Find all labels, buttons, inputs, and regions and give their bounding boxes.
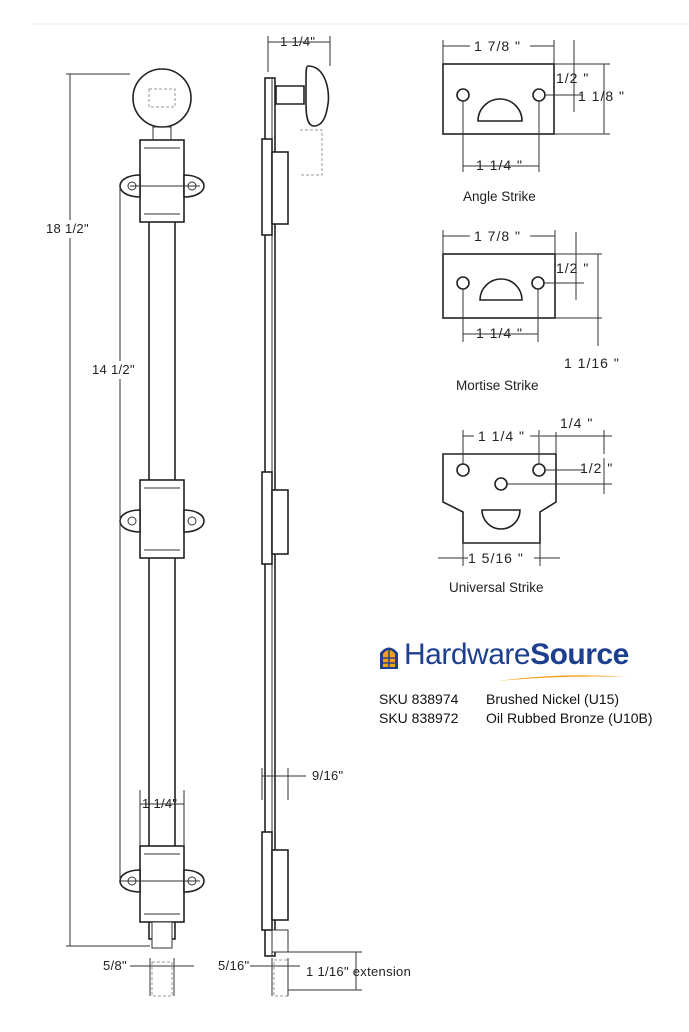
guide-middle xyxy=(119,479,205,559)
mortise-strike-width: 1 7/8 " xyxy=(474,228,521,244)
mortise-strike: 1 7/8 " 1 1/4 " 1/2 " 1 1/16 " Mortise S… xyxy=(442,228,620,393)
profile-view: 1 1/4" 9/16" 5/16" 1 1/16" extension xyxy=(218,34,411,997)
sku-finish: Oil Rubbed Bronze (U10B) xyxy=(486,709,653,726)
knob-side xyxy=(305,65,330,127)
sku-row: SKU 838972 Oil Rubbed Bronze (U10B) xyxy=(379,708,653,727)
universal-strike: 1 1/4 " 1/4 " 1/2 " 1 5/16 " Universal S… xyxy=(438,415,613,595)
mortise-strike-hole-spacing: 1 1/4 " xyxy=(476,325,523,341)
angle-strike-hole-offset: 1/2 " xyxy=(556,70,589,86)
universal-strike-caption: Universal Strike xyxy=(449,580,544,595)
mortise-strike-height: 1 1/16 " xyxy=(564,355,620,371)
plate-thickness-label: 9/16" xyxy=(312,768,344,783)
logo-word-source: Source xyxy=(530,638,629,671)
extension-label: 1 1/16" extension xyxy=(306,964,411,979)
logo-word-hardware: Hardware xyxy=(404,638,531,671)
guide-spacing-label: 14 1/2" xyxy=(92,362,135,377)
guide-width-label: 1 1/4" xyxy=(142,796,177,811)
sku-list: SKU 838974 Brushed Nickel (U15) SKU 8389… xyxy=(379,689,653,727)
front-view: 18 1/2" 14 1/2" 1 1/4" 5/8" xyxy=(44,68,205,997)
sku-number: SKU 838972 xyxy=(379,709,459,726)
knob-front xyxy=(132,68,192,128)
overall-length-label: 18 1/2" xyxy=(46,221,89,236)
universal-strike-hole-spacing: 1 1/4 " xyxy=(478,428,525,444)
angle-strike-width: 1 7/8 " xyxy=(474,38,521,54)
mortise-strike-caption: Mortise Strike xyxy=(456,378,539,393)
sku-finish: Brushed Nickel (U15) xyxy=(486,690,620,707)
angle-strike-caption: Angle Strike xyxy=(463,189,536,204)
logo-swoosh xyxy=(498,675,628,681)
universal-strike-width: 1 5/16 " xyxy=(468,550,524,566)
sku-row: SKU 838974 Brushed Nickel (U15) xyxy=(379,689,653,708)
angle-strike-hole-spacing: 1 1/4 " xyxy=(476,157,523,173)
mortise-strike-hole-offset: 1/2 " xyxy=(556,260,589,276)
universal-strike-hole-offset: 1/2 " xyxy=(580,460,613,476)
rod-offset-label: 5/16" xyxy=(218,958,250,973)
guide-top xyxy=(119,139,205,223)
sku-number: SKU 838974 xyxy=(379,690,459,707)
angle-strike-height: 1 1/8 " xyxy=(578,88,625,104)
knob-projection-label: 1 1/4" xyxy=(280,34,315,49)
rod-diameter-label: 5/8" xyxy=(103,958,127,973)
guide-bottom xyxy=(119,845,205,923)
universal-strike-edge-offset: 1/4 " xyxy=(560,415,593,431)
window-house-icon xyxy=(380,647,398,669)
angle-strike: 1 7/8 " 1 1/4 " 1/2 " 1 1/8 " Angle Stri… xyxy=(442,38,625,204)
